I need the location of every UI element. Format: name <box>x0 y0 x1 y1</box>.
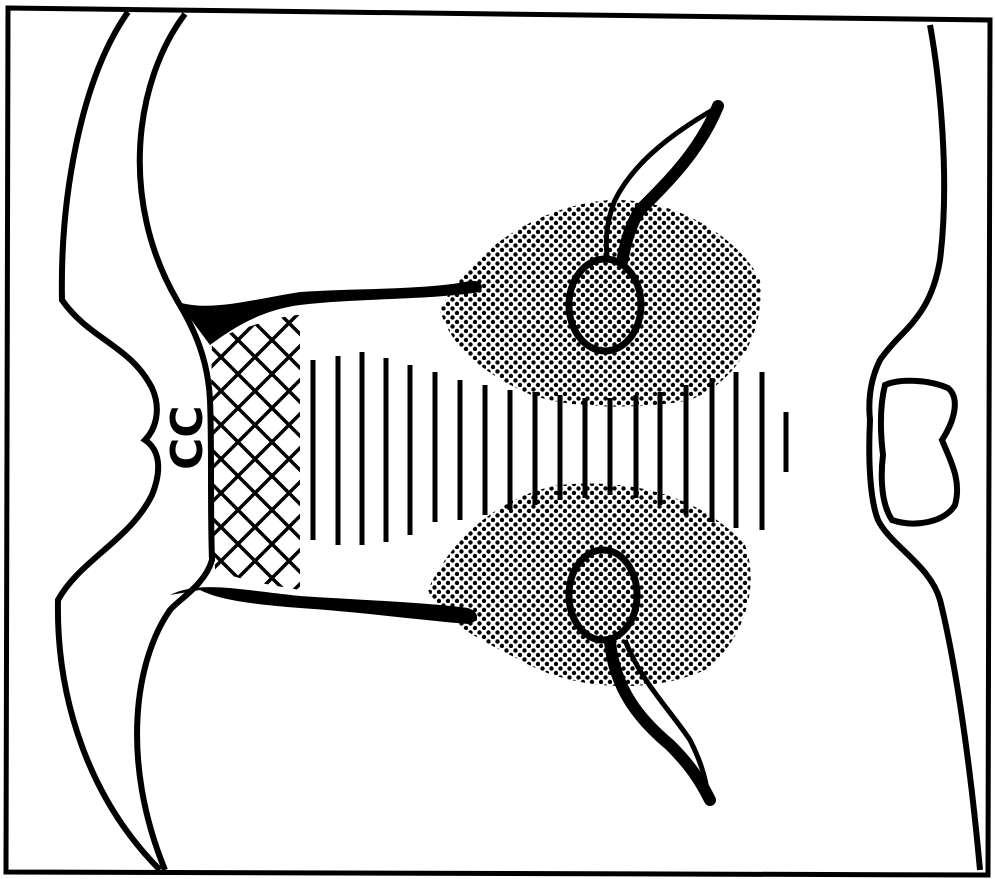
right-nodule <box>881 381 957 524</box>
outer-frame <box>6 8 990 875</box>
right-contour <box>869 25 980 870</box>
upper-ventricle-roof <box>178 281 482 345</box>
crosshatched-region <box>211 315 300 590</box>
left-outer-contour <box>58 12 160 870</box>
corpus-callosum-label: CC <box>162 405 213 470</box>
